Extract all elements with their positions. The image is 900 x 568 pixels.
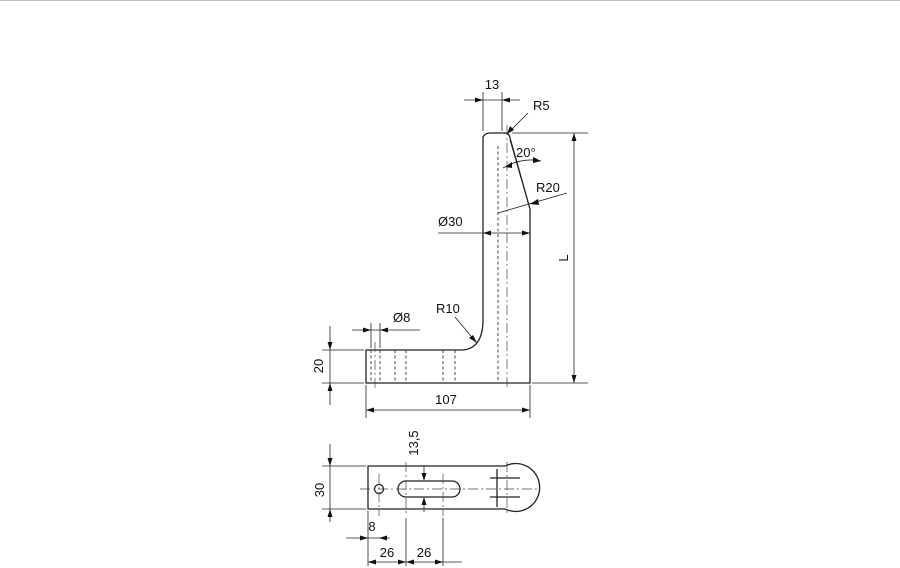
part-outline xyxy=(365,132,531,384)
arrowhead xyxy=(533,157,541,163)
dim-hole-offset: 8 xyxy=(368,519,375,534)
arrowhead xyxy=(366,407,374,413)
arrowhead xyxy=(360,535,368,541)
arrowhead xyxy=(421,497,427,505)
arrowhead xyxy=(507,126,514,134)
arrowhead xyxy=(502,97,510,103)
plan-view: 13,5 30 8 26 26 xyxy=(312,430,541,566)
arrowhead xyxy=(380,327,388,333)
dim-top-radius: R5 xyxy=(533,98,550,113)
arrowhead xyxy=(421,473,427,481)
arrowhead xyxy=(483,230,491,236)
front-view: 13 R5 20° R20 Ø30 L Ø8 xyxy=(311,77,588,418)
arrowhead xyxy=(522,407,530,413)
arrowhead xyxy=(571,133,577,141)
dim-hole-diameter: Ø8 xyxy=(393,310,410,325)
dim-slot-length: 26 xyxy=(417,545,431,560)
dim-slot-width: 13,5 xyxy=(406,430,421,455)
arrowhead xyxy=(435,559,443,565)
dim-bevel-radius: R20 xyxy=(536,180,560,195)
dim-neck-width: 13 xyxy=(485,77,499,92)
slot xyxy=(397,480,461,498)
plan-outline xyxy=(367,462,541,513)
arrowhead xyxy=(398,559,406,565)
arrowhead xyxy=(571,375,577,383)
dim-shaft-diameter: Ø30 xyxy=(438,214,463,229)
arrowhead xyxy=(505,162,512,168)
dim-bevel-angle: 20° xyxy=(516,145,536,160)
arrowhead xyxy=(469,335,477,343)
arrowhead xyxy=(530,199,539,205)
arrowhead xyxy=(522,230,530,236)
dim-foot-height: 20 xyxy=(311,359,326,373)
angle-reference-line xyxy=(509,137,522,179)
dim-overall-width: 107 xyxy=(435,392,457,407)
arrowhead xyxy=(475,97,483,103)
top-border xyxy=(0,0,900,1)
arrowhead xyxy=(327,383,333,391)
arrowhead xyxy=(363,327,371,333)
arrowhead xyxy=(368,559,376,565)
dim-inner-radius: R10 xyxy=(436,301,460,316)
arrowhead xyxy=(379,535,387,541)
arrowhead xyxy=(327,509,333,517)
arrowhead xyxy=(327,342,333,350)
dim-length: L xyxy=(556,254,571,261)
dim-plan-width: 30 xyxy=(312,483,327,497)
dim-slot-start: 26 xyxy=(380,545,394,560)
arrowhead xyxy=(406,559,414,565)
arrowhead xyxy=(327,458,333,466)
